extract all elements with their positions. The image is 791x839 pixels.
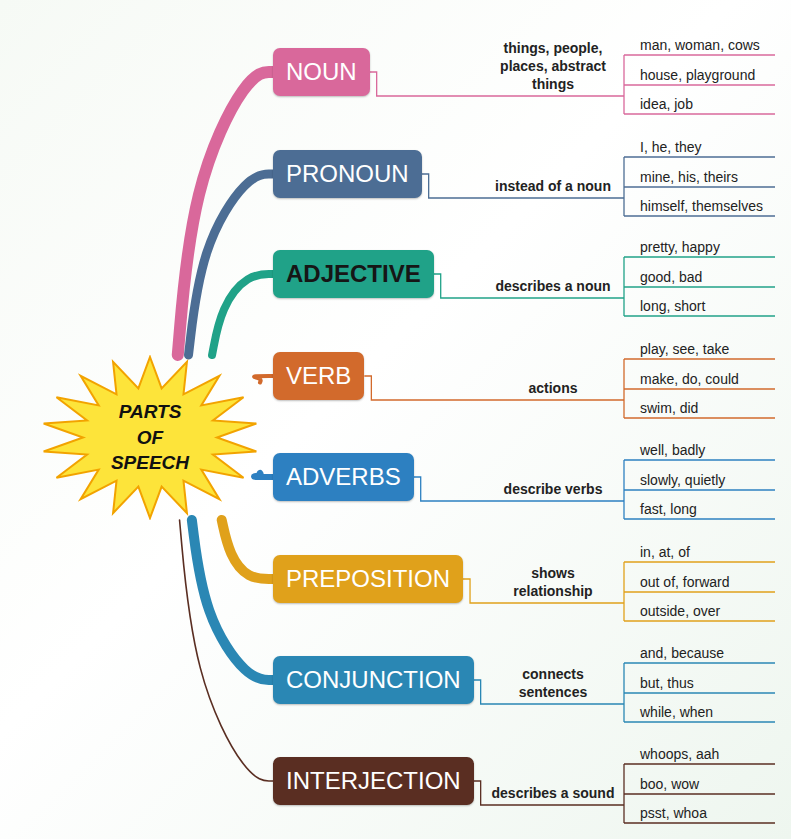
branch-band <box>189 174 273 355</box>
definition-text: shows relationship <box>490 564 616 600</box>
definition-text: describes a sound <box>490 784 616 802</box>
branch-band <box>222 520 273 579</box>
category-box: ADJECTIVE <box>273 250 434 298</box>
starburst-center: PARTS OF SPEECH <box>40 355 260 520</box>
leader-line <box>364 376 624 400</box>
category-name: ADJECTIVE <box>286 250 421 298</box>
underline <box>624 489 775 490</box>
category-name: CONJUNCTION <box>286 656 461 704</box>
branch-band <box>180 520 273 781</box>
leader-line <box>414 477 624 501</box>
category-name: PREPOSITION <box>286 555 450 603</box>
branch-band <box>192 520 273 680</box>
example-words: make, do, could <box>640 370 739 388</box>
underline <box>624 662 775 663</box>
example-words: idea, job <box>640 95 693 113</box>
example-words: psst, whoa <box>640 804 707 822</box>
example-words: play, see, take <box>640 340 729 358</box>
underline <box>624 518 775 519</box>
leader-line <box>422 174 624 198</box>
underline <box>624 286 775 287</box>
example-words: while, when <box>640 703 713 721</box>
underline <box>624 186 775 187</box>
category-box: CONJUNCTION <box>273 656 474 704</box>
underline <box>624 459 775 460</box>
leader-line <box>370 72 624 96</box>
example-words: man, woman, cows <box>640 36 760 54</box>
branch-band <box>178 72 273 355</box>
definition-text: things, people, places, abstract things <box>490 39 616 93</box>
example-words: swim, did <box>640 399 698 417</box>
example-words: pretty, happy <box>640 238 720 256</box>
underline <box>624 84 775 85</box>
example-words: and, because <box>640 644 724 662</box>
definition-text: describe verbs <box>490 480 616 498</box>
underline <box>624 591 775 592</box>
leader-line <box>474 781 624 805</box>
example-words: mine, his, theirs <box>640 168 738 186</box>
example-words: but, thus <box>640 674 694 692</box>
example-words: fast, long <box>640 500 697 518</box>
category-name: PRONOUN <box>286 150 409 198</box>
definition-text: connects sentences <box>490 665 616 701</box>
example-words: out of, forward <box>640 573 730 591</box>
example-words: I, he, they <box>640 138 701 156</box>
category-box: VERB <box>273 352 364 400</box>
underline <box>624 417 775 418</box>
underline <box>624 113 775 114</box>
leader-lines <box>364 55 775 823</box>
example-words: long, short <box>640 297 705 315</box>
underline <box>624 358 775 359</box>
category-name: ADVERBS <box>286 453 401 501</box>
center-title: PARTS OF SPEECH <box>104 399 196 476</box>
underline <box>624 156 775 157</box>
category-box: PREPOSITION <box>273 555 463 603</box>
category-box: PRONOUN <box>273 150 422 198</box>
example-words: slowly, quietly <box>640 471 725 489</box>
underline <box>624 256 775 257</box>
underline <box>624 793 775 794</box>
underline <box>624 763 775 764</box>
underline <box>624 822 775 823</box>
example-words: whoops, aah <box>640 745 719 763</box>
starburst-outline <box>44 357 257 518</box>
category-box: NOUN <box>273 48 370 96</box>
branch-band <box>254 376 273 383</box>
example-words: house, playground <box>640 66 755 84</box>
branch-band <box>212 274 273 355</box>
example-words: in, at, of <box>640 543 690 561</box>
definition-text: describes a noun <box>490 277 616 295</box>
underline <box>624 388 775 389</box>
leader-line <box>434 274 624 298</box>
example-words: good, bad <box>640 268 702 286</box>
branch-band <box>254 473 273 477</box>
example-words: himself, themselves <box>640 197 763 215</box>
definition-text: actions <box>490 379 616 397</box>
category-box: ADVERBS <box>273 453 414 501</box>
underline <box>624 215 775 216</box>
underline <box>624 54 775 55</box>
category-name: INTERJECTION <box>286 757 461 805</box>
category-name: VERB <box>286 352 351 400</box>
underline <box>624 721 775 722</box>
example-words: outside, over <box>640 602 720 620</box>
example-words: well, badly <box>640 441 705 459</box>
underline <box>624 561 775 562</box>
category-name: NOUN <box>286 48 357 96</box>
example-words: boo, wow <box>640 775 699 793</box>
category-box: INTERJECTION <box>273 757 474 805</box>
underline <box>624 692 775 693</box>
definition-text: instead of a noun <box>490 177 616 195</box>
underline <box>624 620 775 621</box>
underline <box>624 315 775 316</box>
